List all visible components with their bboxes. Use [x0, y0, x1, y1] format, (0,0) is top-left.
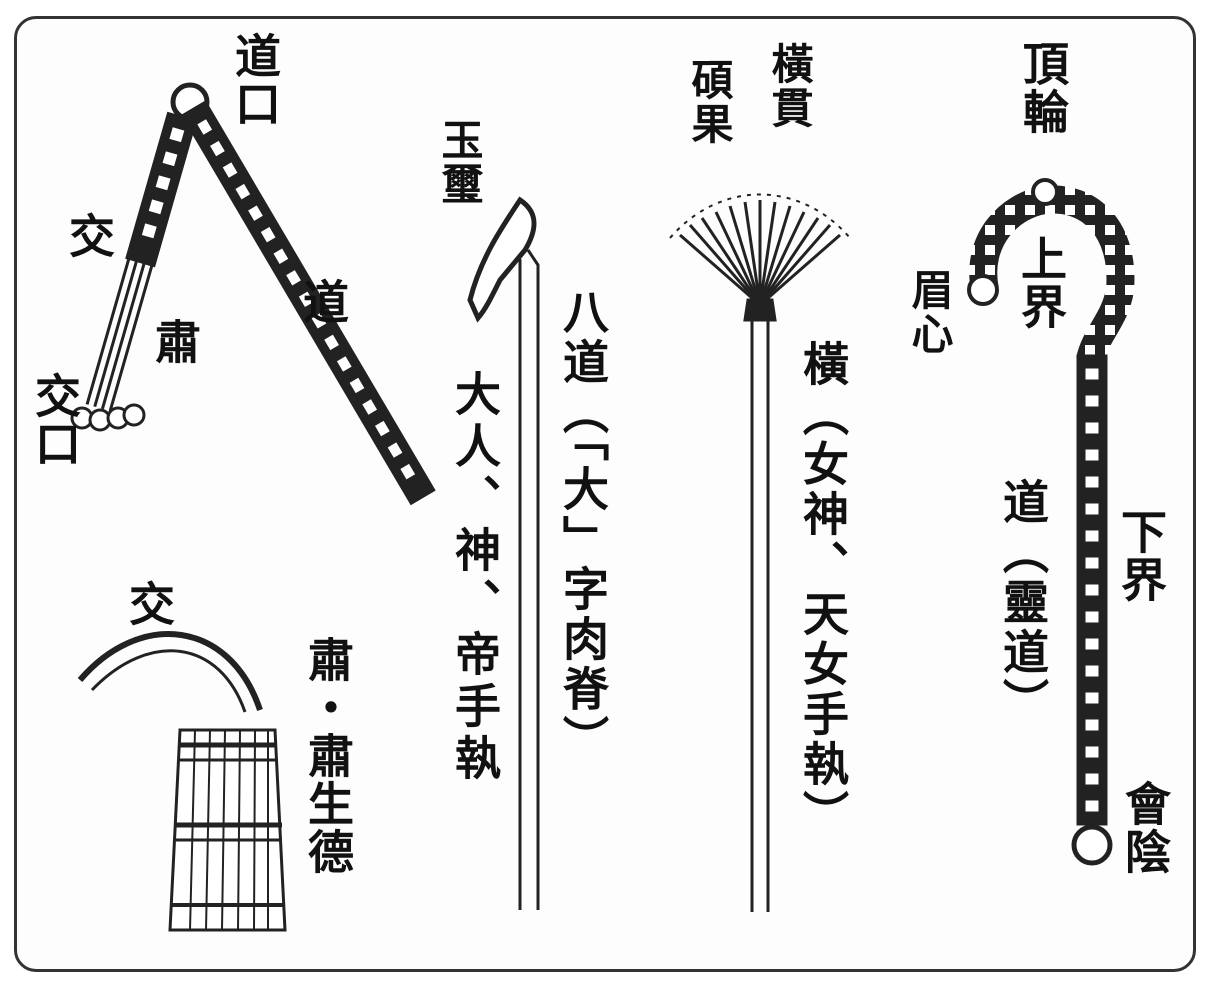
hook-brush-symbol: [77, 631, 287, 932]
label-su-left: 肅: [148, 318, 202, 366]
label-dao-left: 道: [296, 278, 350, 326]
eyebrow-ring: [967, 274, 999, 306]
label-daokou: 道口: [228, 32, 282, 128]
label-shangjie: 上界: [1014, 235, 1068, 331]
fan-staff-symbol: [669, 193, 851, 912]
label-jiao-top: 交: [62, 212, 116, 260]
label-badao: 八道（「大」字肉脊）: [556, 288, 610, 765]
label-jiaokou: 交口: [28, 372, 82, 468]
bottom-ring: [1071, 824, 1113, 866]
chain-loop-staff-symbol: [967, 178, 1135, 866]
crook-staff-symbol: [467, 196, 540, 910]
label-su-text: 肅・肅生德: [301, 636, 355, 876]
label-hengguan: 橫貫: [765, 42, 814, 130]
label-yuxi: 玉璽: [435, 118, 484, 206]
label-huiyin: 會陰: [1118, 780, 1172, 876]
left-fork-symbol: [70, 82, 436, 506]
left-chain-rod: [125, 111, 198, 268]
label-meixin: 眉心: [905, 268, 954, 356]
label-jiao-bottom: 交: [122, 580, 176, 628]
label-dinglun: 頂輪: [1016, 40, 1070, 136]
label-dao-right: 道（靈道）: [996, 478, 1050, 728]
label-xiajie: 下界: [1114, 508, 1168, 604]
label-shuobu: 碩果: [685, 58, 734, 146]
label-heng-text: 橫（女神、天女手執）: [796, 340, 850, 840]
label-daren: 大人、神、帝手執: [448, 370, 502, 786]
